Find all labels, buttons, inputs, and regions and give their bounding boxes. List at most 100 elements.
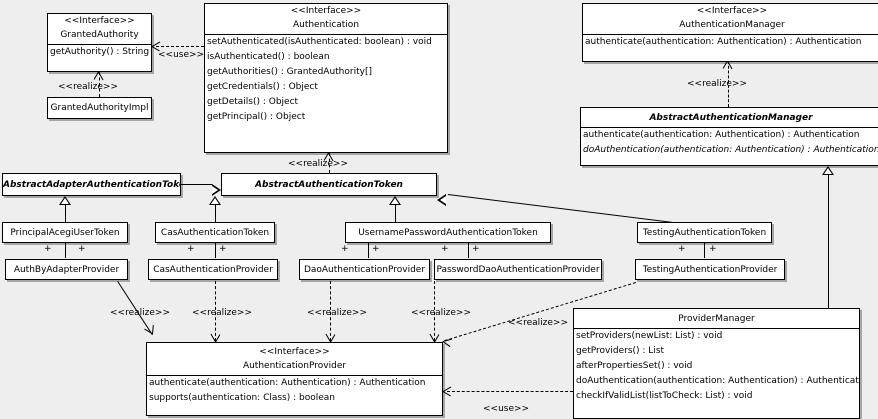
member-ap-authenticate: authenticate(authentication: Authenticat… [149, 378, 426, 388]
realize-connector-passworddaoauthenticationprovider [434, 281, 435, 341]
member-pm-get-providers: getProviders() : List [576, 346, 665, 356]
stereotype-authentication: <<Interface>> [290, 6, 362, 16]
class-name-cas-authentication-token: CasAuthenticationToken [160, 227, 270, 238]
realize-label-abstractauthenticationmanager: <<realize>> [687, 79, 747, 89]
member-get-authority: getAuthority() : String [50, 47, 150, 57]
use-label-grantedauthority: <<use>> [158, 50, 205, 60]
assoc-plus-right-2: + [219, 244, 227, 254]
stereotype-authentication-manager: <<Interface>> [696, 6, 768, 16]
generalization-arrow-principalacegiusertoken [59, 196, 71, 205]
generalization-connector-casauthenticationtoken [215, 205, 216, 222]
divider-authentication-manager: authenticate(authentication: Authenticat… [583, 34, 878, 50]
member-get-principal: getPrincipal() : Object [207, 112, 306, 122]
class-name-testing-authentication-provider: TestingAuthenticationProvider [642, 264, 778, 275]
class-testing-authentication-token[interactable]: TestingAuthenticationToken [637, 222, 772, 243]
realize-label-authbyadapterprovider: <<realize>> [110, 308, 170, 318]
class-cas-authentication-token[interactable]: CasAuthenticationToken [155, 222, 275, 243]
realize-label-testingauthenticationprovider: <<realize>> [508, 318, 568, 328]
assoc-connector-dao [368, 243, 369, 258]
realize-label-passworddaoauthenticationprovider: <<realize>> [411, 308, 471, 318]
class-header-provider-manager: ProviderManager [574, 309, 859, 328]
class-name-provider-manager: ProviderManager [678, 314, 755, 324]
member-am-authenticate: authenticate(authentication: Authenticat… [585, 37, 862, 47]
class-authentication-provider[interactable]: <<Interface>> AuthenticationProvider aut… [146, 342, 443, 416]
realize-label-abstractauthenticationtoken: <<realize>> [288, 159, 348, 169]
generalization-arrow-abstractauthenticationtoken-right [437, 194, 446, 206]
class-header-authentication-provider: <<Interface>> AuthenticationProvider [147, 343, 442, 375]
class-abstract-adapter-authentication-token[interactable]: AbstractAdapterAuthenticationToken [2, 173, 181, 196]
class-granted-authority-impl[interactable]: GrantedAuthorityImpl [47, 97, 152, 119]
assoc-plus-right-3: + [372, 244, 380, 254]
assoc-connector-principal-authbyadapter [65, 243, 66, 258]
assoc-connector-cas [215, 243, 216, 258]
divider-provider-manager: setProviders(newList: List) : void getPr… [574, 328, 859, 404]
assoc-plus-right-5: + [709, 244, 717, 254]
member-aam-do-authentication: doAuthentication(authentication: Authent… [583, 145, 878, 155]
generalization-arrow-abstractauthenticationtoken-left [212, 184, 221, 196]
class-name-abstract-adapter-authentication-token: AbstractAdapterAuthenticationToken [3, 179, 180, 190]
assoc-plus-left-1: + [44, 244, 52, 254]
member-set-authenticated: setAuthenticated(isAuthenticated: boolea… [207, 37, 432, 47]
class-name-dao-authentication-provider: DaoAuthenticationProvider [303, 264, 426, 275]
use-connector-providermanager-authenticationprovider [447, 391, 573, 392]
use-connector-authentication-grantedauthority [156, 46, 204, 47]
member-get-credentials: getCredentials() : Object [207, 82, 318, 92]
assoc-plus-left-4: + [441, 244, 449, 254]
class-header-abstract-authentication-manager: AbstractAuthenticationManager [581, 108, 878, 127]
class-dao-authentication-provider[interactable]: DaoAuthenticationProvider [299, 259, 430, 280]
stereotype-granted-authority: <<Interface>> [64, 16, 135, 26]
class-abstract-authentication-manager[interactable]: AbstractAuthenticationManager authentica… [580, 107, 878, 166]
class-authentication-manager[interactable]: <<Interface>> AuthenticationManager auth… [582, 3, 878, 62]
class-provider-manager[interactable]: ProviderManager setProviders(newList: Li… [573, 308, 860, 419]
realize-connector-daoauthenticationprovider [330, 281, 331, 341]
generalization-connector-providermanager [828, 175, 829, 308]
class-principal-acegi-user-token[interactable]: PrincipalAcegiUserToken [2, 222, 128, 243]
assoc-connector-passworddao [468, 243, 469, 258]
class-header-authentication-manager: <<Interface>> AuthenticationManager [583, 4, 878, 34]
class-name-auth-by-adapter-provider: AuthByAdapterProvider [13, 264, 120, 275]
assoc-plus-left-2: + [187, 244, 195, 254]
class-name-principal-acegi-user-token: PrincipalAcegiUserToken [10, 227, 120, 238]
class-name-authentication-provider: AuthenticationProvider [242, 361, 347, 371]
stereotype-authentication-provider: <<Interface>> [259, 347, 330, 357]
class-authentication[interactable]: <<Interface>> Authentication setAuthenti… [204, 3, 448, 153]
class-username-password-authentication-token[interactable]: UsernamePasswordAuthenticationToken [345, 222, 551, 243]
class-header-authentication: <<Interface>> Authentication [205, 4, 447, 34]
generalization-connector-abstractadapter [181, 184, 212, 185]
class-abstract-authentication-token[interactable]: AbstractAuthenticationToken [221, 173, 437, 196]
class-cas-authentication-provider[interactable]: CasAuthenticationProvider [148, 259, 278, 280]
member-aam-authenticate: authenticate(authentication: Authenticat… [583, 130, 860, 140]
class-header-granted-authority: <<Interface>> GrantedAuthority [48, 14, 151, 44]
realize-label-daoauthenticationprovider: <<realize>> [307, 308, 367, 318]
assoc-plus-right-1: + [78, 244, 86, 254]
member-pm-after-properties-set: afterPropertiesSet() : void [576, 361, 693, 371]
class-password-dao-authentication-provider[interactable]: PasswordDaoAuthenticationProvider [434, 259, 602, 280]
class-testing-authentication-provider[interactable]: TestingAuthenticationProvider [635, 259, 785, 280]
member-pm-set-providers: setProviders(newList: List) : void [576, 331, 723, 341]
realize-label-grantedauthorityimpl: <<realize>> [58, 82, 118, 92]
class-auth-by-adapter-provider[interactable]: AuthByAdapterProvider [5, 259, 128, 280]
realize-label-casauthenticationprovider: <<realize>> [192, 308, 252, 318]
realize-connector-grantedauthorityimpl [99, 72, 100, 97]
member-is-authenticated: isAuthenticated() : boolean [207, 52, 330, 62]
member-get-details: getDetails() : Object [207, 97, 299, 107]
member-ap-supports: supports(authentication: Class) : boolea… [149, 393, 335, 403]
class-name-abstract-authentication-token: AbstractAuthenticationToken [255, 179, 403, 190]
class-name-password-dao-authentication-provider: PasswordDaoAuthenticationProvider [436, 264, 600, 275]
assoc-connector-testing [704, 243, 705, 258]
class-name-granted-authority: GrantedAuthority [60, 30, 139, 40]
class-name-abstract-authentication-manager: AbstractAuthenticationManager [649, 113, 813, 123]
generalization-arrow-casauthenticationtoken [209, 196, 221, 205]
class-granted-authority[interactable]: <<Interface>> GrantedAuthority getAuthor… [47, 13, 152, 72]
generalization-arrow-usernamepasswordtoken [389, 196, 401, 205]
divider-abstract-authentication-manager: authenticate(authentication: Authenticat… [581, 127, 878, 158]
generalization-connector-usernamepasswordtoken [395, 205, 396, 222]
divider-granted-authority: getAuthority() : String [48, 44, 151, 60]
class-name-cas-authentication-provider: CasAuthenticationProvider [153, 264, 273, 275]
class-name-testing-authentication-token: TestingAuthenticationToken [642, 227, 767, 238]
generalization-connector-principalacegiusertoken [65, 205, 66, 222]
class-name-authentication: Authentication [292, 20, 360, 30]
member-get-authorities: getAuthorities() : GrantedAuthority[] [207, 67, 372, 77]
generalization-connector-testingauthenticationtoken [447, 194, 673, 223]
